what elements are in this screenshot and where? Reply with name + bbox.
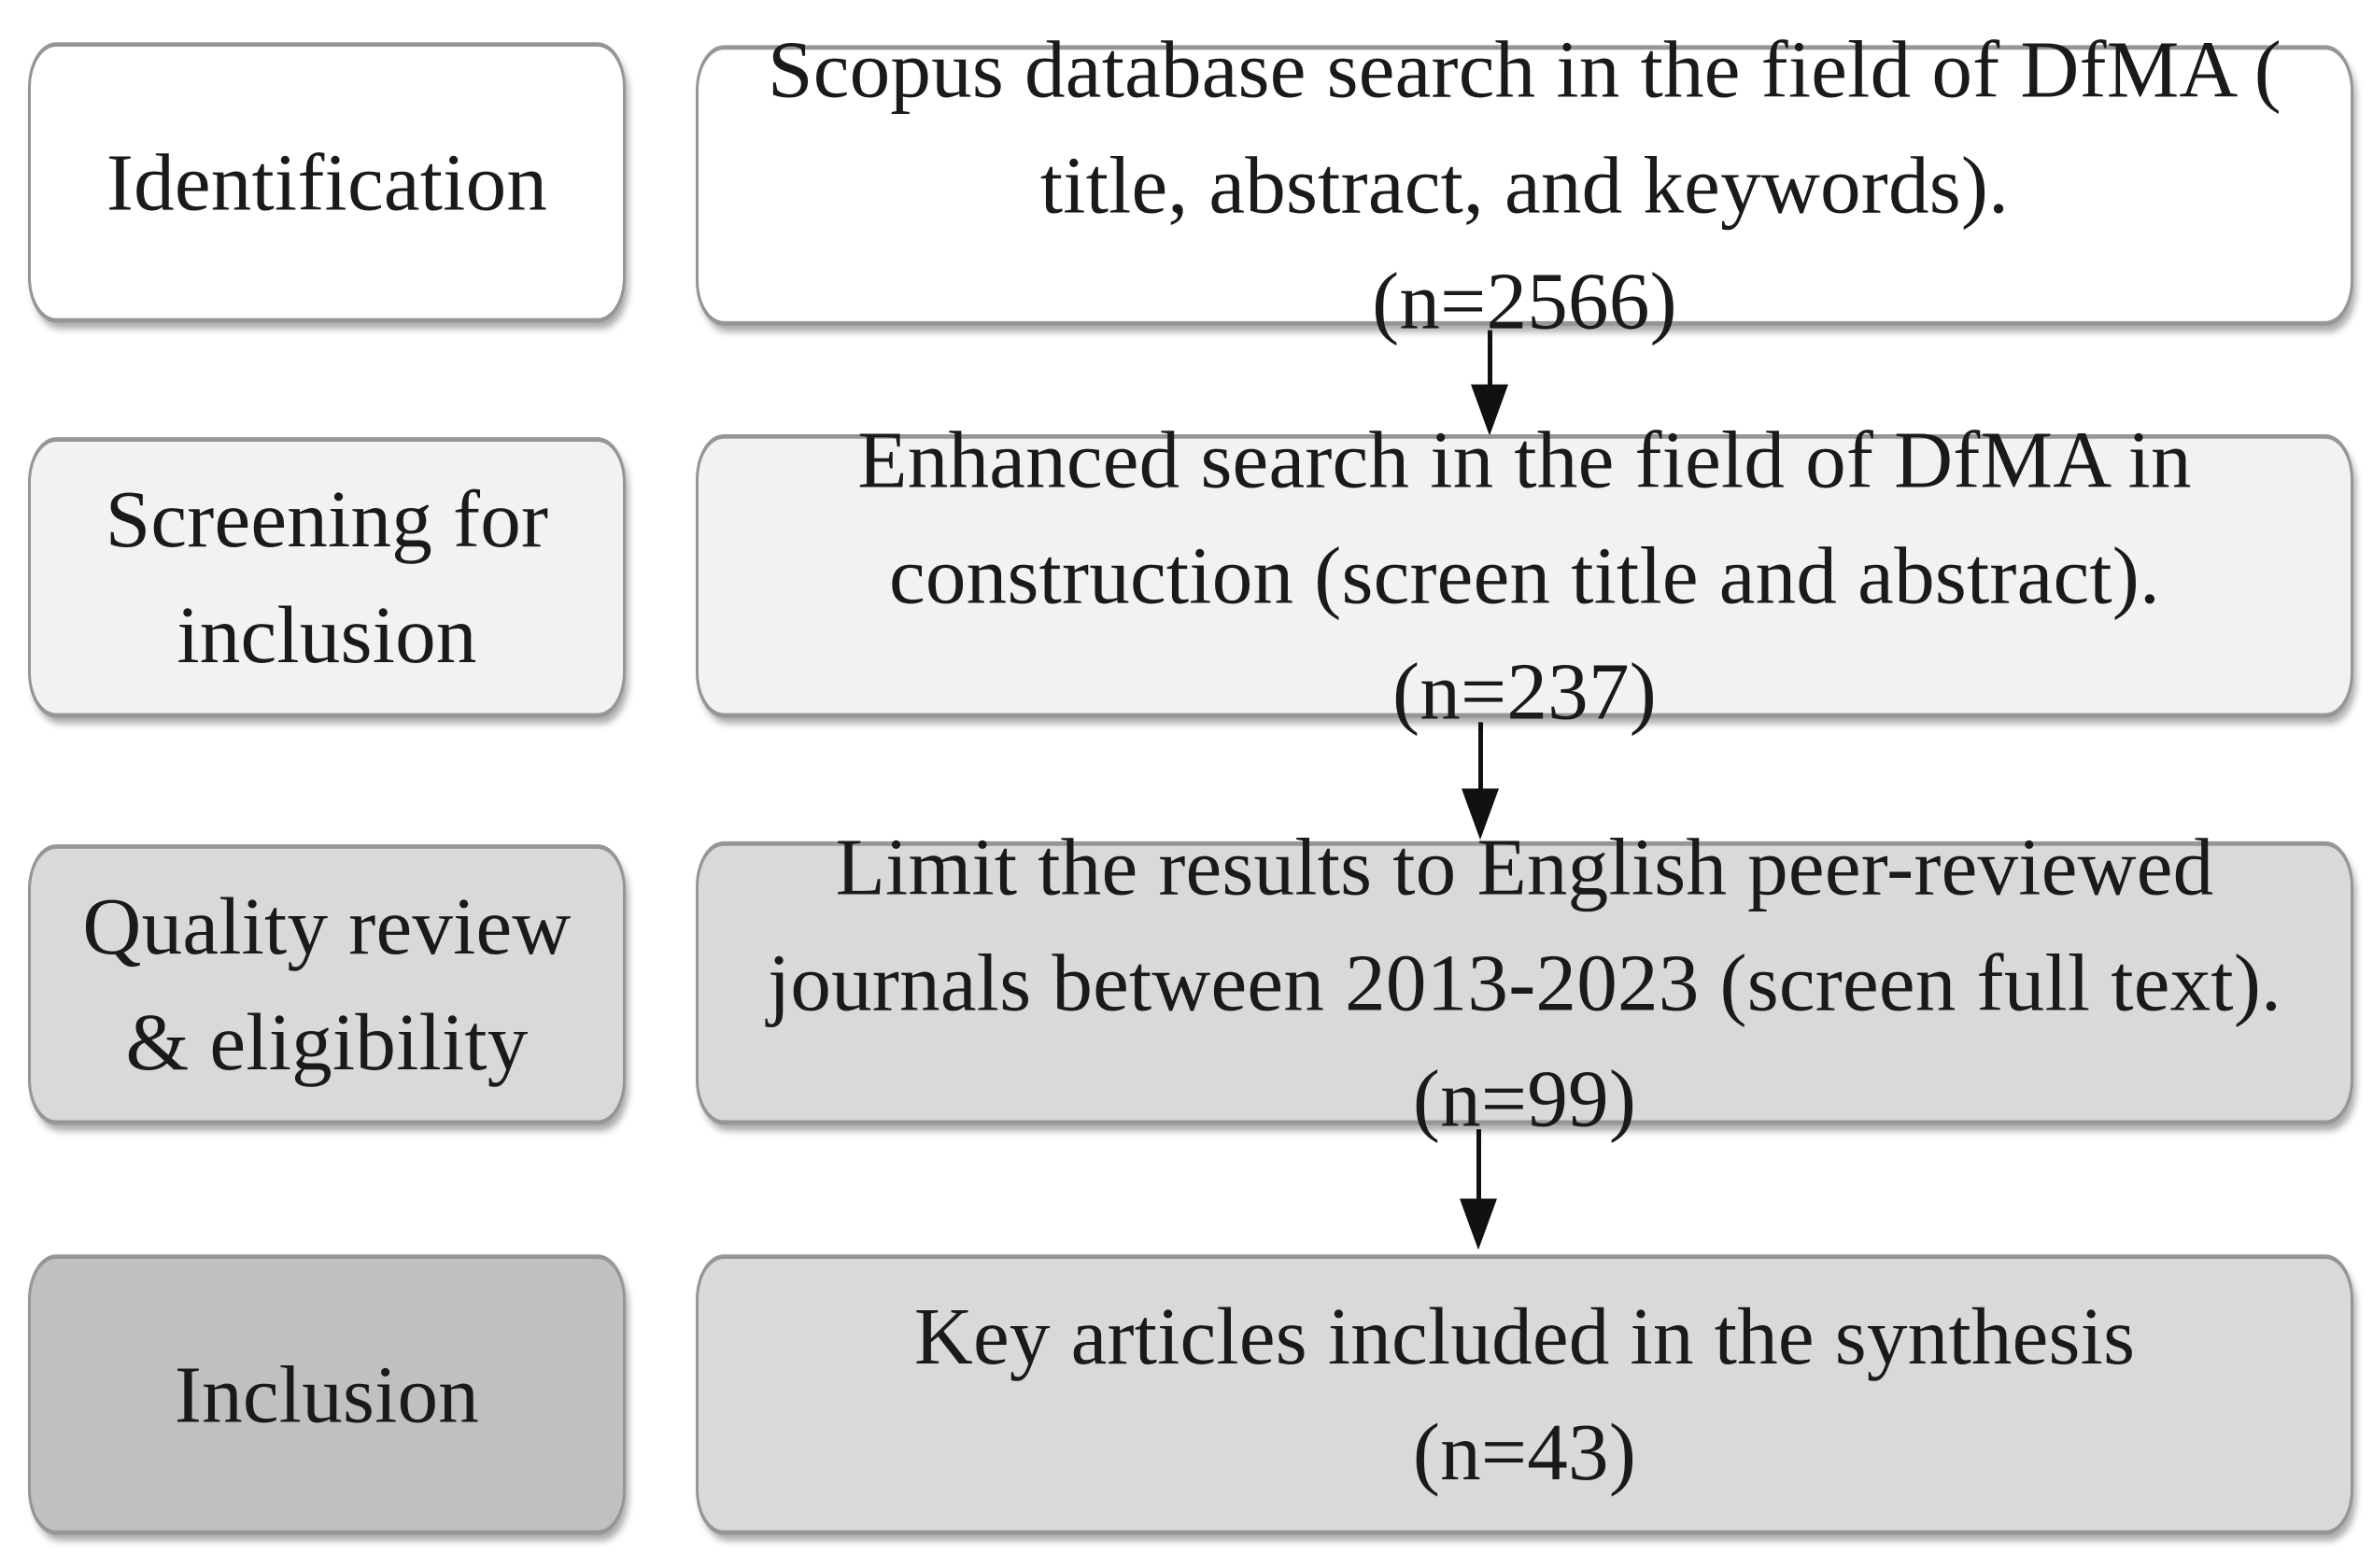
arrow-quality-to-inclusion	[1460, 1129, 1497, 1250]
stage-box-screening: Screening for inclusion	[28, 437, 626, 718]
content-box-screening: Enhanced search in the field of DfMA in …	[696, 415, 2353, 737]
stage-label-identification: Identification	[106, 136, 548, 228]
arrow-identification-to-screening	[1471, 330, 1508, 436]
stage-label-quality-review: Quality review & eligibility	[82, 881, 572, 1088]
content-box-quality-review: Limit the results to English peer-review…	[696, 822, 2353, 1143]
content-text-quality-review: Limit the results to English peer-review…	[767, 821, 2282, 1144]
content-box-identification: Scopus database search in the field of D…	[696, 24, 2353, 346]
arrow-head-icon	[1471, 384, 1508, 436]
arrow-shaft	[1477, 722, 1483, 798]
stage-label-inclusion: Inclusion	[174, 1349, 480, 1440]
arrow-head-icon	[1462, 788, 1499, 841]
arrow-head-icon	[1460, 1198, 1497, 1250]
stage-label-screening: Screening for inclusion	[105, 473, 549, 681]
content-text-inclusion: Key articles included in the synthesis (…	[913, 1291, 2136, 1498]
arrow-shaft	[1476, 1129, 1481, 1208]
content-text-identification: Scopus database search in the field of D…	[768, 23, 2281, 346]
stage-box-inclusion: Inclusion	[28, 1254, 626, 1535]
stage-box-identification: Identification	[28, 42, 626, 323]
content-box-inclusion: Key articles included in the synthesis (…	[696, 1254, 2353, 1535]
stage-box-quality-review: Quality review & eligibility	[28, 844, 626, 1125]
content-text-screening: Enhanced search in the field of DfMA in …	[857, 415, 2192, 737]
arrow-screening-to-quality	[1462, 722, 1499, 841]
arrow-shaft	[1487, 330, 1492, 394]
